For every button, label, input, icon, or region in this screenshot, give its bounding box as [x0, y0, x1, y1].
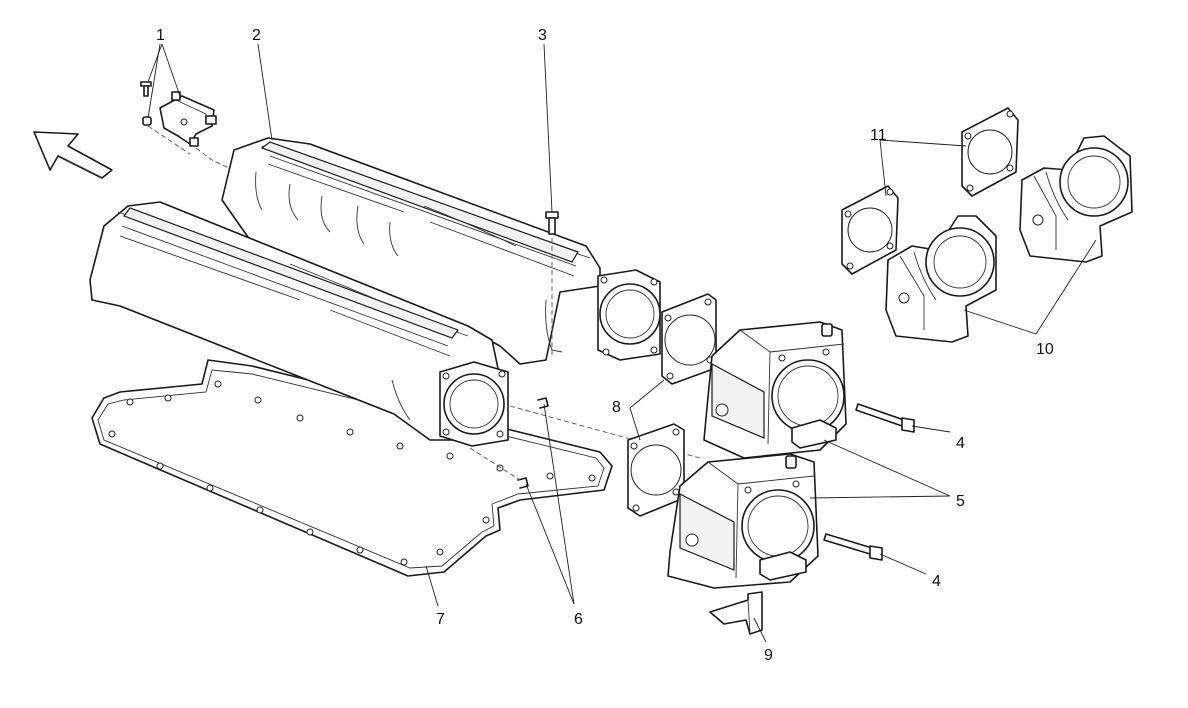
- bracket-part-9[interactable]: [709, 591, 763, 635]
- callout-2: 2: [252, 27, 261, 44]
- callout-3: 3: [538, 27, 547, 44]
- callout-1: 1: [156, 27, 165, 44]
- callouts: 1 2 3 4 4 5 6 7 8 9 10 11: [156, 27, 1054, 664]
- throttle-body-part-5-upper[interactable]: [703, 321, 847, 459]
- screw-part-3[interactable]: [545, 211, 559, 235]
- gasket-holes: [108, 380, 596, 566]
- callout-4-upper: 4: [956, 435, 965, 452]
- flange-gasket-part-8-lower[interactable]: [627, 423, 685, 517]
- assembly-line: [469, 447, 521, 481]
- flange-gasket-part-8-upper[interactable]: [661, 293, 717, 385]
- bolt-part-4-lower[interactable]: [823, 533, 883, 561]
- throttle-actuator-part-10-right[interactable]: [1019, 135, 1133, 263]
- leader-lines: [147, 43, 1097, 643]
- callout-7: 7: [436, 611, 445, 628]
- throttle-actuator-part-10-left[interactable]: [885, 215, 997, 343]
- bolt-part-4-upper[interactable]: [855, 403, 915, 433]
- sensor-part-1[interactable]: [159, 91, 217, 147]
- callout-4-lower: 4: [932, 573, 941, 590]
- direction-arrow-icon: [33, 131, 113, 179]
- screw-part-1[interactable]: [140, 81, 152, 126]
- gasket-part-11-right[interactable]: [961, 107, 1019, 197]
- intake-manifold-cover-front[interactable]: [89, 201, 509, 447]
- callout-8: 8: [612, 399, 621, 416]
- throttle-body-part-5-lower[interactable]: [667, 453, 819, 589]
- callout-11: 11: [870, 127, 887, 144]
- callout-10: 10: [1036, 341, 1054, 358]
- callout-9: 9: [764, 647, 773, 664]
- assembly-line: [147, 125, 191, 155]
- intake-manifold-cover-part-2[interactable]: [221, 137, 661, 365]
- gasket-part-7[interactable]: [91, 359, 613, 577]
- gasket-part-11-left[interactable]: [841, 185, 899, 275]
- callout-6: 6: [574, 611, 583, 628]
- callout-5: 5: [956, 493, 965, 510]
